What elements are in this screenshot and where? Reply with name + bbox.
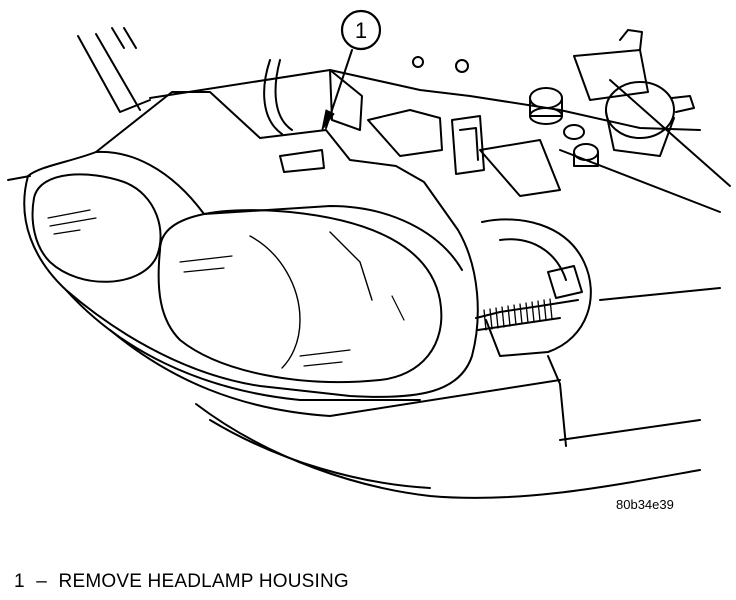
fascia-right-panel bbox=[559, 419, 701, 441]
fascia-corner bbox=[547, 355, 567, 447]
fender-slash-2 bbox=[123, 27, 137, 49]
low-beam-glare-3 bbox=[53, 229, 81, 235]
headlamp-housing-outline bbox=[23, 91, 479, 398]
high-beam-glare-2 bbox=[183, 267, 225, 273]
rear-housing-inner bbox=[499, 238, 567, 281]
bolt-lower-right bbox=[573, 143, 599, 167]
low-beam-glare-2 bbox=[49, 217, 97, 227]
wire-harness-lower bbox=[477, 317, 561, 331]
legend-text: REMOVE HEADLAMP HOUSING bbox=[58, 571, 349, 592]
wiring-loom bbox=[263, 59, 283, 135]
low-beam-glare-1 bbox=[47, 209, 91, 219]
legend-dash: – bbox=[36, 571, 48, 592]
rear-housing-shell bbox=[481, 218, 592, 357]
housing-top-rim bbox=[95, 150, 463, 271]
fascia-right-line bbox=[599, 287, 721, 301]
fascia-groove bbox=[209, 419, 431, 489]
fender-right-edge bbox=[609, 79, 731, 187]
bolt-top-small bbox=[412, 56, 469, 73]
high-beam-glare-5 bbox=[391, 295, 405, 321]
low-beam-lens bbox=[31, 173, 162, 283]
callout-1: 1 bbox=[321, 9, 382, 131]
connector-block bbox=[547, 265, 583, 299]
high-beam-glare-3 bbox=[299, 349, 351, 357]
mount-block-inner bbox=[459, 127, 479, 161]
reflector-detail bbox=[249, 235, 301, 369]
fascia-upper-edge bbox=[109, 329, 561, 417]
callout-circle bbox=[340, 9, 382, 51]
bolt-center bbox=[563, 124, 585, 140]
headlamp-rear-housing bbox=[475, 218, 592, 357]
callout-arrowhead bbox=[321, 109, 335, 131]
lower-lens-trim bbox=[65, 289, 421, 401]
reservoir-unit bbox=[573, 29, 695, 157]
high-beam-glare-4 bbox=[303, 361, 343, 367]
harness-ribs bbox=[483, 298, 553, 331]
legend-item: 1 – REMOVE HEADLAMP HOUSING bbox=[14, 571, 349, 593]
support-rail bbox=[479, 139, 561, 197]
fascia-lower-edge bbox=[195, 403, 701, 499]
housing-mount-tab bbox=[279, 149, 325, 173]
headlamp-removal-illustration: 1 bbox=[7, 9, 731, 499]
bumper-fascia bbox=[109, 287, 721, 499]
figure-id: 80b34e39 bbox=[616, 497, 674, 512]
reflector-detail-2 bbox=[329, 231, 373, 301]
wiring-loom-inner bbox=[274, 59, 293, 131]
high-beam-glare-1 bbox=[179, 255, 233, 263]
high-beam-lens bbox=[157, 209, 443, 383]
fender-inner-line bbox=[95, 33, 141, 111]
legend-number: 1 bbox=[14, 571, 25, 592]
left-body-panel bbox=[7, 175, 31, 181]
callout-number: 1 bbox=[355, 18, 367, 43]
upper-bracket bbox=[329, 69, 363, 131]
fender-slash-1 bbox=[111, 27, 125, 49]
mount-block bbox=[451, 115, 485, 175]
radiator-support-top bbox=[149, 69, 701, 131]
bolt-upper-right bbox=[529, 87, 563, 125]
fender-edge-left bbox=[77, 35, 151, 113]
engine-bay-background bbox=[7, 27, 731, 213]
headlamp-assembly bbox=[23, 91, 479, 401]
bracket-tab bbox=[367, 109, 443, 157]
